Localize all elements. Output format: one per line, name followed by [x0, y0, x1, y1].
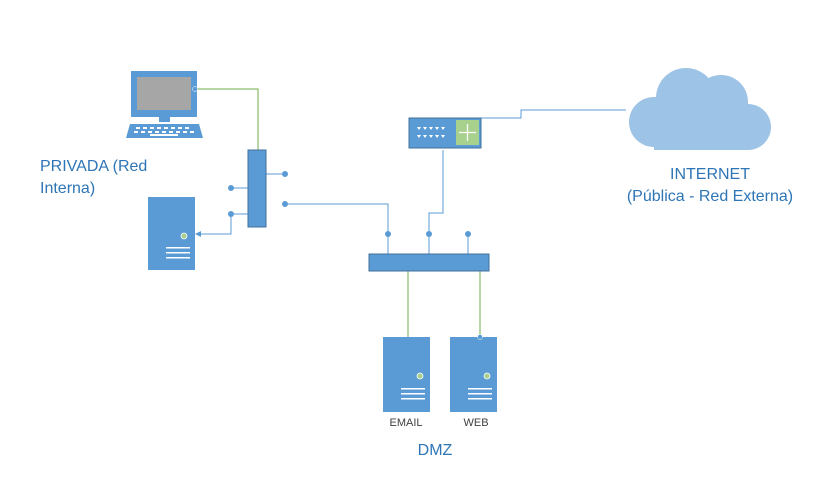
private-label-line2: Interna) [40, 180, 96, 197]
dmz-label: DMZ [417, 442, 453, 459]
internet-label-line2: (Pública - Red Externa) [626, 188, 794, 205]
internet-label: INTERNET (Pública - Red Externa) [600, 164, 820, 208]
link-router-internet [481, 109, 626, 119]
web-server-label: WEB [463, 417, 489, 429]
arrowhead [195, 231, 201, 237]
private-label-line1: PRIVADA (Red [40, 158, 148, 175]
link-internal-switch-dmz [285, 203, 389, 233]
switch-icon [368, 231, 490, 272]
router-icon [408, 117, 482, 149]
email-server-label: EMAIL [389, 417, 423, 429]
link-switch-server [197, 213, 248, 235]
server-icon [450, 334, 497, 412]
private-network-label: PRIVADA (Red Interna) [40, 156, 147, 200]
cloud-icon [629, 68, 771, 150]
link-router-dmz [428, 150, 444, 233]
link-pc-switch [197, 88, 259, 150]
monitor-icon [126, 71, 203, 138]
server-icon [148, 197, 195, 270]
internet-label-line1: INTERNET [670, 166, 750, 183]
switch-icon [228, 149, 288, 228]
server-icon [383, 337, 430, 412]
